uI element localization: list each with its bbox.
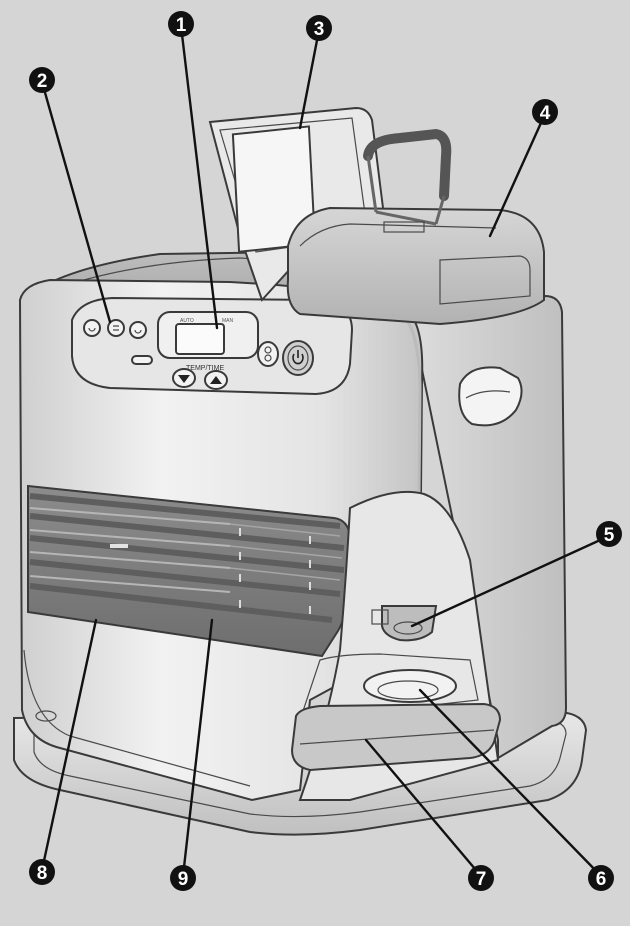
mode-button[interactable] (258, 342, 278, 366)
lock-button[interactable] (130, 322, 146, 338)
callout-1: 1 (168, 11, 194, 37)
callout-2: 2 (29, 67, 55, 93)
callout-6: 6 (588, 865, 614, 891)
callout-8-label: 8 (37, 863, 48, 884)
callout-4-label: 4 (540, 103, 551, 124)
callout-3: 3 (306, 15, 332, 41)
callout-5: 5 (596, 521, 622, 547)
timer-button[interactable] (84, 320, 100, 336)
callout-6-label: 6 (596, 869, 607, 890)
callout-9-label: 9 (178, 869, 189, 890)
callout-7: 7 (468, 865, 494, 891)
callout-4: 4 (532, 99, 558, 125)
callout-5-label: 5 (604, 525, 615, 546)
small-button[interactable] (132, 356, 152, 364)
callout-8: 8 (29, 859, 55, 885)
callout-1-label: 1 (176, 15, 187, 36)
callout-3-label: 3 (314, 19, 325, 40)
callout-9: 9 (170, 865, 196, 891)
callout-7-label: 7 (476, 869, 487, 890)
callout-2-label: 2 (37, 71, 48, 92)
display-label-man: MAN (222, 318, 234, 324)
